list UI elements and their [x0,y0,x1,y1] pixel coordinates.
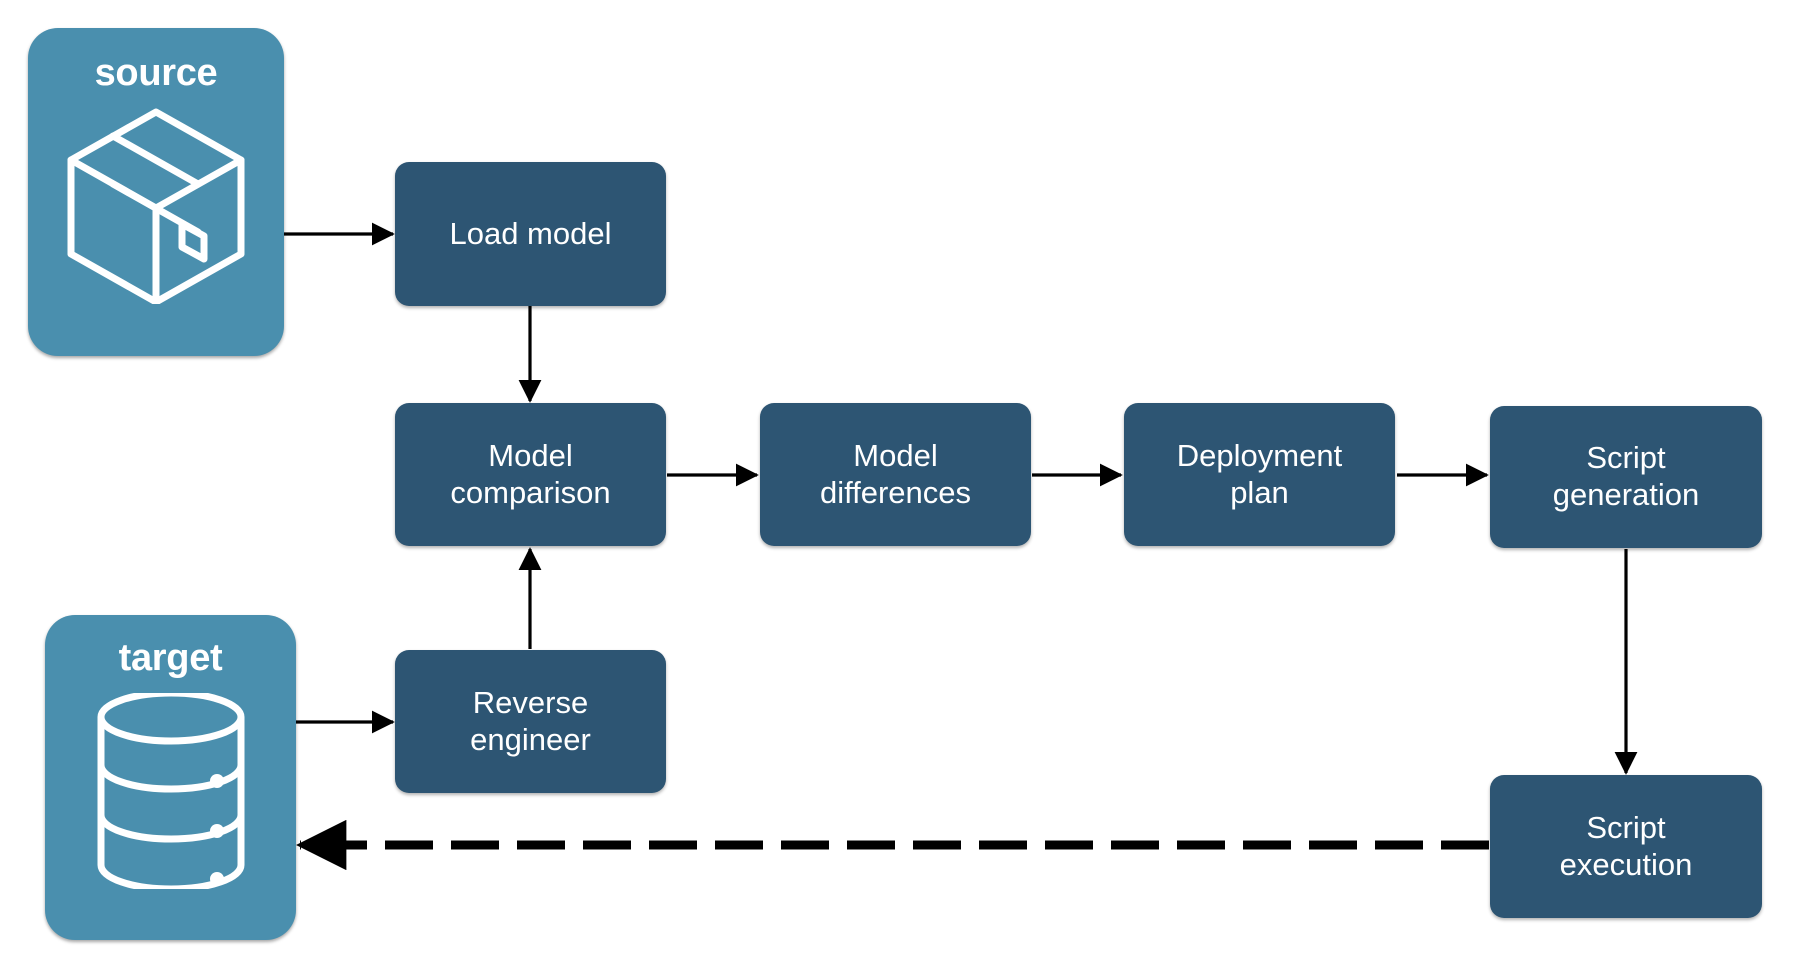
process-model-differences[interactable]: Model differences [760,403,1031,546]
endpoint-target[interactable]: target [45,615,296,940]
process-script-generation-label: Script generation [1552,440,1700,512]
process-reverse-engineer[interactable]: Reverse engineer [395,650,666,793]
package-cube-icon [63,104,249,309]
process-load-model[interactable]: Load model [395,162,666,306]
endpoint-target-label: target [118,637,223,679]
process-load-model-label: Load model [449,215,612,251]
process-deployment-plan[interactable]: Deployment plan [1124,403,1395,546]
process-script-generation[interactable]: Script generation [1490,406,1762,548]
process-model-comparison-label: Model comparison [450,437,611,510]
endpoint-source[interactable]: source [28,28,284,356]
process-model-comparison[interactable]: Model comparison [395,403,666,546]
process-script-execution-label: Script execution [1559,809,1693,882]
process-reverse-engineer-label: Reverse engineer [470,684,591,757]
process-script-execution[interactable]: Script execution [1490,775,1762,918]
endpoint-source-label: source [94,52,218,94]
process-model-differences-label: Model differences [819,437,972,510]
database-cylinder-icon [95,689,247,894]
process-deployment-plan-label: Deployment plan [1176,437,1343,510]
